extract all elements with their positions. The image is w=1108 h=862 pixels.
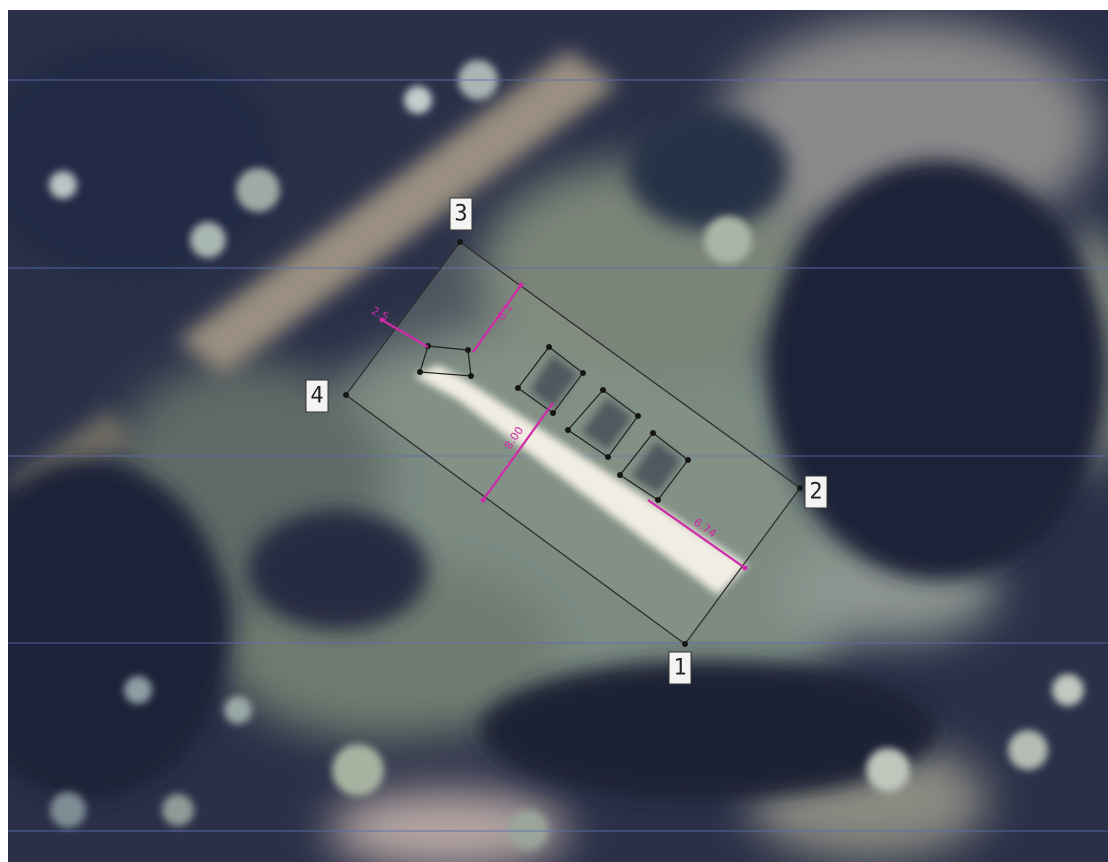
structure-shadows — [530, 355, 681, 493]
tree-shadow-left — [8, 460, 228, 800]
corner-label-box — [305, 379, 329, 413]
dimension-line-6-1 — [472, 284, 522, 353]
vertex-point — [550, 410, 556, 416]
canopy-highlight — [404, 86, 432, 114]
road-strip — [178, 50, 618, 375]
corner-label-box — [668, 651, 692, 685]
canopy-highlight — [332, 744, 384, 796]
canopy-highlight — [190, 222, 226, 258]
corner-label-text: 2 — [809, 480, 822, 505]
bright-path — [414, 365, 748, 595]
bright-path-strip — [414, 365, 748, 595]
tree-shadow-top — [628, 110, 788, 230]
vertex-point — [546, 344, 552, 350]
canopy-highlight — [508, 810, 548, 850]
dimension-tick — [518, 282, 524, 288]
corner-label-box — [804, 475, 828, 509]
corner-label-2: 2 — [804, 475, 828, 509]
vertex-point — [515, 385, 521, 391]
vertex-point — [682, 641, 688, 647]
vertex-point — [797, 485, 803, 491]
canopy-highlight — [124, 676, 152, 704]
tree-shadow-center-left — [248, 510, 428, 630]
vertex-point — [417, 369, 423, 375]
ground-patch-bottom-center — [328, 790, 568, 862]
aerial-map-frame: 2.5 6.1 8.00 6.74 1 2 3 4 — [8, 10, 1108, 862]
canopy-highlight — [866, 748, 910, 792]
structure-shadow — [632, 441, 681, 493]
structure-shadow — [582, 398, 632, 450]
dimension-tick — [742, 565, 748, 571]
dimension-line-8-00 — [482, 402, 554, 501]
canopy-highlight — [224, 696, 252, 724]
tree-canopy-highlights — [49, 60, 1084, 850]
vertex-point — [565, 427, 571, 433]
vertex-point — [465, 347, 471, 353]
tree-shadow-right — [768, 160, 1108, 580]
dimension-line-6-74 — [647, 499, 746, 569]
corner-label-3: 3 — [449, 197, 473, 231]
vertex-point — [468, 373, 474, 379]
aerial-map: 2.5 6.1 8.00 6.74 1 2 3 4 — [8, 10, 1108, 862]
parcel-overlay: 2.5 6.1 8.00 6.74 1 2 3 4 — [305, 197, 828, 685]
vertex-point — [655, 497, 661, 503]
canopy-highlight — [236, 168, 280, 212]
canopy-highlight — [1052, 674, 1084, 706]
canopy-highlight — [1008, 730, 1048, 770]
vertex-point — [580, 370, 586, 376]
structure-shadow — [530, 355, 578, 408]
canopy-highlight — [49, 171, 77, 199]
canopy-highlight — [50, 792, 86, 828]
tree-shadow-top-left — [8, 40, 278, 280]
vertex-point — [343, 392, 349, 398]
vertex-point — [600, 387, 606, 393]
vertex-point — [457, 239, 463, 245]
tree-shadow-bottom-right — [478, 660, 938, 800]
corner-label-text: 3 — [454, 202, 467, 227]
aerial-photo — [8, 10, 1108, 862]
dimension-line-2-5 — [381, 319, 429, 348]
corner-label-text: 1 — [673, 656, 686, 681]
vertex-point — [650, 430, 656, 436]
dimension-tick — [379, 317, 385, 323]
dimension-lines — [381, 284, 746, 569]
corner-label-1: 1 — [668, 651, 692, 685]
dimension-tick — [480, 497, 486, 503]
dimension-ticks — [379, 282, 748, 571]
vertex-point — [605, 454, 611, 460]
corner-label-text: 4 — [310, 384, 323, 409]
canopy-highlight — [162, 794, 194, 826]
tree-shadows — [8, 40, 1108, 800]
vertex-point — [617, 472, 623, 478]
canopy-highlight — [704, 216, 752, 264]
vertex-point — [685, 457, 691, 463]
corner-label-4: 4 — [305, 379, 329, 413]
vertex-point — [635, 413, 641, 419]
corner-label-box — [449, 197, 473, 231]
